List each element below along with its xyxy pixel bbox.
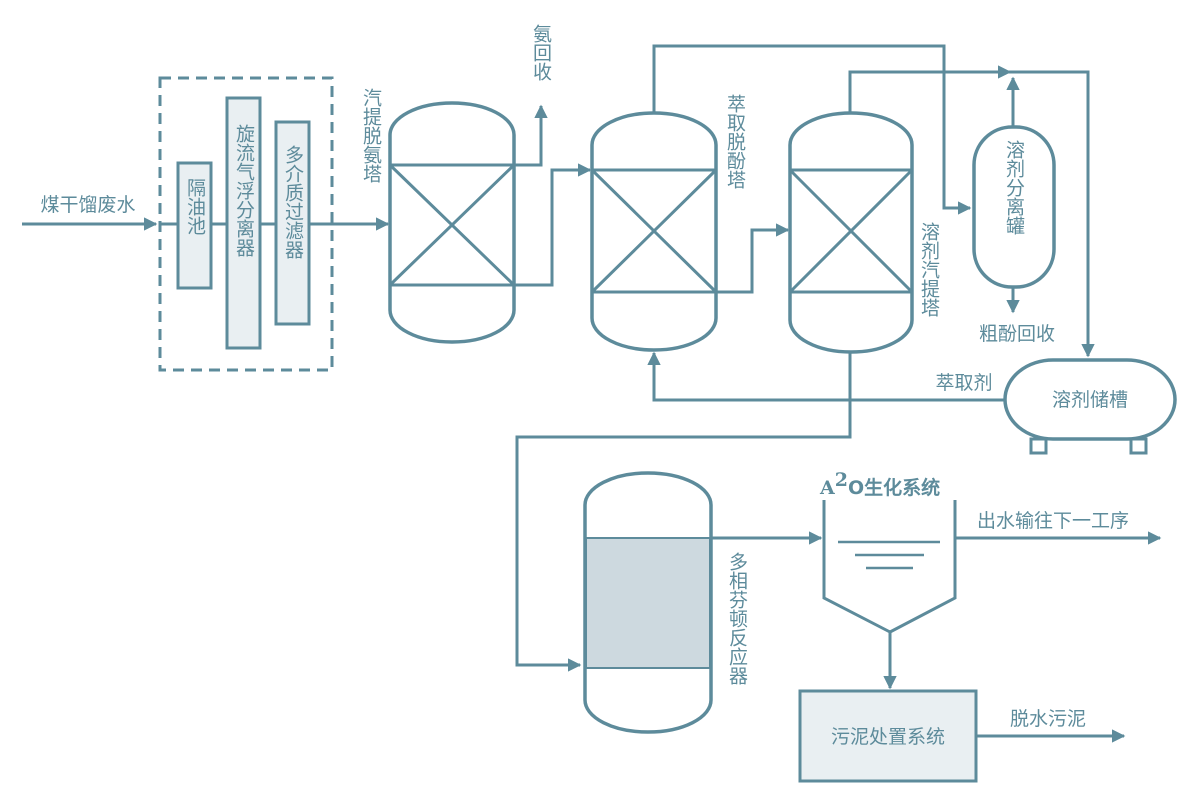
- to-storage-arrow: [1010, 70, 1095, 358]
- extractant-label: 萃取剂: [935, 372, 992, 394]
- ammonia-recovery-label: 氨回收: [530, 24, 552, 81]
- ammonia-outlet-arrow: [514, 104, 548, 167]
- to-extraction-arrow: [514, 163, 592, 287]
- stripping-column: [388, 101, 516, 344]
- solvent-storage-label: 溶剂储槽: [1052, 389, 1128, 411]
- crude-phenol-label: 粗酚回收: [979, 323, 1055, 345]
- solvent-vapor-arrow: [848, 65, 1012, 113]
- stripping-packing-cross-2: [388, 163, 516, 287]
- oil-separator-label: 隔油池: [184, 178, 206, 235]
- to-solvent-stripping-arrow: [716, 223, 790, 294]
- a2o-tank: [822, 500, 957, 634]
- extraction-packing-cross-2: [590, 168, 718, 294]
- to-fenton-arrow: [515, 352, 852, 672]
- effluent-label: 出水输往下一工序: [977, 510, 1129, 532]
- feed-label: 煤干馏废水: [40, 194, 135, 216]
- solvent-packing-cross-2: [788, 168, 914, 294]
- solvent-stripping-label: 溶剂汽提塔: [918, 222, 940, 317]
- dewatered-sludge-label: 脱水污泥: [1010, 708, 1086, 730]
- sludge-system-label: 污泥处置系统: [831, 726, 945, 748]
- stripping-label: 汽提脱氨塔: [360, 88, 382, 183]
- flotation-label: 旋流气浮分离器: [233, 124, 255, 257]
- fenton-reactor-fill: [585, 537, 711, 669]
- extractant-return-arrow: [647, 351, 1005, 402]
- storage-leg-right: [1129, 437, 1148, 455]
- media-filter-label: 多介质过滤器: [282, 145, 304, 259]
- separation-tank-label: 溶剂分离罐: [1003, 140, 1025, 235]
- fenton-label: 多相芬顿反应器: [726, 552, 748, 685]
- extraction-label: 萃取脱酚塔: [724, 94, 746, 189]
- extract-to-separator-arrow: [652, 44, 972, 215]
- a2o-label: A2O生化系统: [819, 469, 940, 499]
- storage-leg-left: [1029, 437, 1048, 455]
